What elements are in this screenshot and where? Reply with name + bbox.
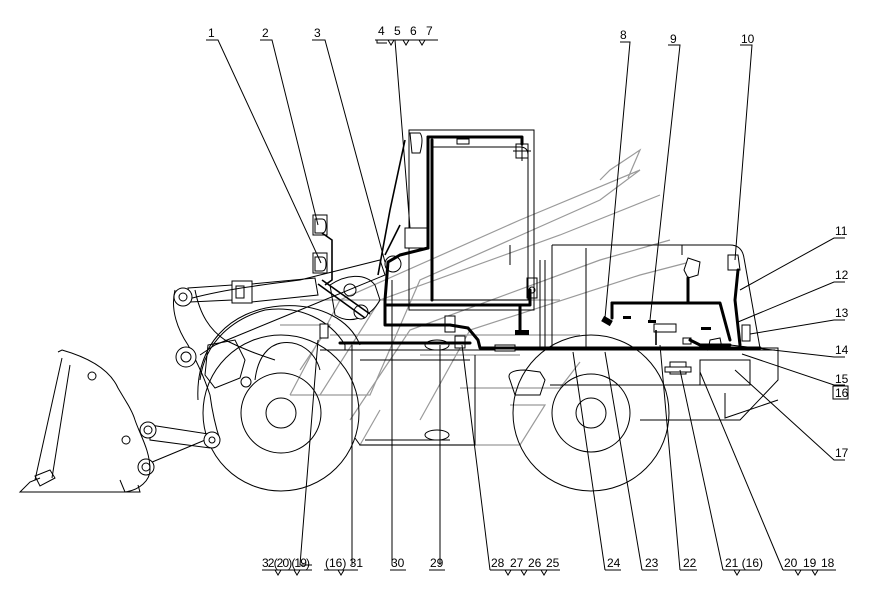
callout-3: 3 <box>314 26 321 40</box>
front-wheel-hub <box>265 397 297 429</box>
callout-9: 9 <box>670 32 677 46</box>
callout-21-16: 21 (16) <box>723 556 763 576</box>
callout-label: 25 <box>546 556 560 570</box>
callout-label: 28 <box>491 556 505 570</box>
components <box>312 132 751 441</box>
callout-label: 17 <box>835 446 849 460</box>
watermark-logo <box>280 148 691 446</box>
callout-22: 22 <box>680 556 697 571</box>
callout-sublabel: 16 <box>835 386 849 400</box>
callout-label: 4 <box>378 24 385 38</box>
callout-label: 2 <box>262 26 269 40</box>
callout-label: (16) 31 <box>325 556 363 570</box>
callout-label: 12 <box>835 268 849 282</box>
callout-13: 13 <box>835 306 849 320</box>
wiring-harness <box>338 135 762 350</box>
rear-wheel-hub <box>575 397 607 429</box>
callout-label: 10 <box>741 32 755 46</box>
callout-label: 6 <box>410 24 417 38</box>
rear-hood <box>552 244 779 421</box>
callout-20-18: 20 19 18 <box>783 556 836 576</box>
rear-wheel-rim <box>551 373 631 453</box>
callout-label: 29 <box>430 556 444 570</box>
callout-15-16: 15 16 <box>832 372 849 400</box>
callout-2: 2 <box>262 26 269 40</box>
rear-work-light-icon <box>727 254 741 271</box>
tail-light-icon <box>741 324 751 342</box>
callout-1: 1 <box>208 26 215 40</box>
callout-14: 14 <box>835 343 849 357</box>
callout-10: 10 <box>741 32 755 46</box>
callout-29: 29 <box>429 556 445 571</box>
callout-label: 21 (16) <box>725 556 763 570</box>
callout-label: 22 <box>683 556 697 570</box>
callout-24: 24 <box>605 556 621 571</box>
callout-label: 3 <box>314 26 321 40</box>
rear-wheel-outer <box>512 334 670 492</box>
callout-30: 30 <box>390 556 406 571</box>
switch-module-icon <box>404 227 428 249</box>
boom-arm <box>184 259 386 356</box>
callout-17: 17 <box>835 446 849 460</box>
leader-lines <box>206 39 845 571</box>
callout-label: 1 <box>208 26 215 40</box>
callout-label: 9 <box>670 32 677 46</box>
callout-label: 11 <box>835 224 848 238</box>
callout-label: 19 <box>803 556 817 570</box>
callout-label: 26 <box>528 556 542 570</box>
front-light-lower-icon <box>312 252 328 274</box>
callout-32-20-19: 32(20)(19) <box>262 556 312 576</box>
cab-roof-light-icon <box>409 132 423 154</box>
front-wheel-outer <box>202 334 360 492</box>
callout-28-25: 28 27 26 25 <box>490 556 560 576</box>
callout-label: 32(20)(19) <box>262 556 310 570</box>
callout-label: 7 <box>426 24 433 38</box>
battery-box <box>699 359 751 386</box>
callout-label: 20 <box>784 556 798 570</box>
cab-door <box>431 146 529 301</box>
callout-label: 15 <box>835 372 849 386</box>
callout-label: 27 <box>510 556 524 570</box>
callout-label: 24 <box>607 556 621 570</box>
callout-label: 30 <box>391 556 405 570</box>
callout-11: 11 <box>835 224 848 238</box>
callout-label: 14 <box>835 343 849 357</box>
bucket <box>18 349 151 493</box>
callout-23: 23 <box>642 556 659 571</box>
callout-label: 23 <box>645 556 659 570</box>
callout-label: 5 <box>394 24 401 38</box>
loader-body <box>18 129 779 493</box>
callout-16-31: (16) 31 <box>324 556 363 576</box>
front-wheel-rim <box>240 372 322 454</box>
callout-8: 8 <box>620 28 627 42</box>
front-light-upper-icon <box>312 214 328 236</box>
callout-label: 8 <box>620 28 627 42</box>
callout-12: 12 <box>835 268 849 282</box>
callout-label: 13 <box>835 306 849 320</box>
callout-4-7: 4 5 6 7 <box>375 24 438 46</box>
callout-label: 18 <box>821 556 835 570</box>
